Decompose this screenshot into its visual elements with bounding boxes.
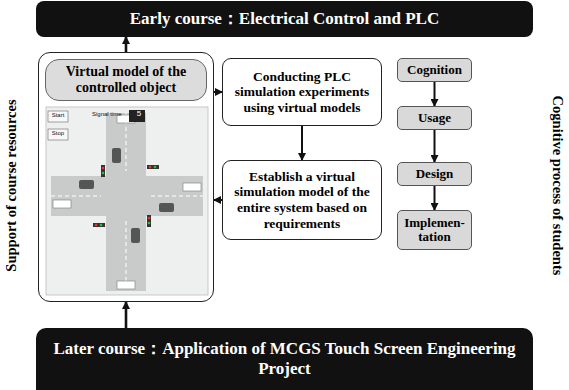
model-panel: Virtual model of the controlled object bbox=[38, 52, 214, 302]
flow-arrow bbox=[434, 130, 436, 162]
stage-box: Usage bbox=[397, 106, 472, 130]
node-text: Later course：Application of MCGS Touch S… bbox=[46, 339, 523, 378]
stage-box: Implemen- tation bbox=[397, 210, 472, 250]
flow-arrow bbox=[214, 199, 222, 201]
flow-arrow bbox=[434, 186, 436, 210]
flow-arrow bbox=[434, 82, 436, 106]
stage-box: Cognition bbox=[397, 58, 472, 82]
course-bar: Later course：Application of MCGS Touch S… bbox=[36, 328, 533, 390]
display-label: Signal time bbox=[92, 111, 122, 117]
course-bar: Early course：Electrical Control and PLC bbox=[36, 1, 533, 37]
node-text: Usage bbox=[418, 111, 451, 125]
flow-arrow bbox=[125, 37, 128, 52]
node-text: Design bbox=[416, 167, 454, 181]
stage-box: Design bbox=[397, 162, 472, 186]
flow-arrow bbox=[301, 126, 303, 160]
process-box: Establish a virtual simulation model of … bbox=[222, 160, 382, 240]
node-text: Cognition bbox=[407, 63, 462, 77]
display-value: 5 bbox=[131, 109, 147, 118]
node-text: Early course：Electrical Control and PLC bbox=[130, 9, 439, 29]
node-text: Establish a virtual simulation model of … bbox=[229, 169, 375, 231]
side-caption: Cognitive process of students bbox=[550, 95, 567, 275]
node-text: Conducting PLC simulation experiments us… bbox=[229, 69, 375, 116]
flow-arrow bbox=[214, 91, 222, 93]
panel-heading: Virtual model of the controlled object bbox=[45, 59, 207, 101]
button-label: Stop bbox=[48, 130, 68, 136]
flow-arrow bbox=[125, 302, 128, 328]
side-caption: Support of course resources bbox=[3, 99, 20, 271]
node-text: Implemen- tation bbox=[402, 216, 467, 245]
process-box: Conducting PLC simulation experiments us… bbox=[222, 58, 382, 126]
button-label: Start bbox=[48, 112, 68, 118]
